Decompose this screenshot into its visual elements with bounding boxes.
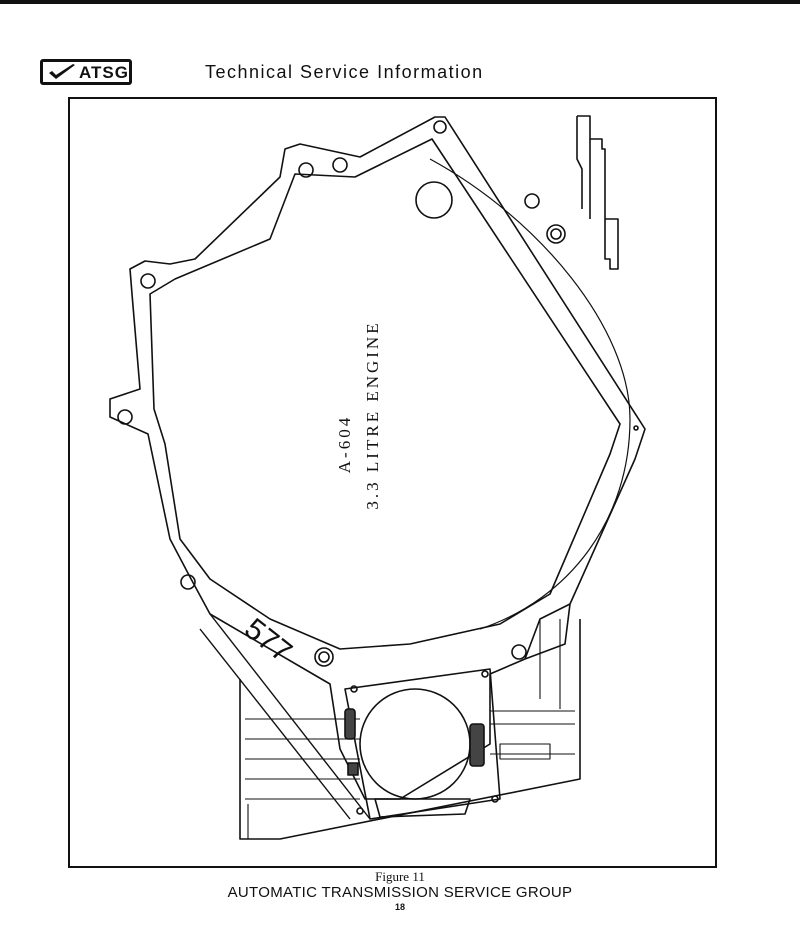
engine-label: 3.3 LITRE ENGINE bbox=[363, 320, 382, 509]
gasket-outline bbox=[109, 116, 646, 800]
figure-frame: 577 A-604 3.3 LITRE ENGINE bbox=[68, 97, 717, 868]
bolt-hole bbox=[298, 162, 314, 178]
dowel bbox=[633, 425, 639, 431]
logo-text: ATSG bbox=[79, 62, 129, 82]
top-rule bbox=[0, 0, 800, 4]
bolt-hole bbox=[332, 157, 348, 173]
bolt-hole bbox=[433, 120, 447, 134]
checkmark-icon bbox=[49, 64, 75, 79]
bolt-hole bbox=[546, 224, 566, 244]
bellhousing-gasket-drawing: 577 A-604 3.3 LITRE ENGINE bbox=[109, 115, 646, 840]
page-title: Technical Service Information bbox=[205, 62, 484, 82]
bolt-hole bbox=[314, 647, 334, 667]
access-hole bbox=[415, 181, 453, 219]
page-number: 18 bbox=[394, 902, 405, 912]
footer-title: AUTOMATIC TRANSMISSION SERVICE GROUP bbox=[227, 884, 573, 901]
bolt-hole bbox=[140, 273, 156, 289]
bolt-hole bbox=[180, 574, 196, 590]
model-label: A-604 bbox=[335, 415, 354, 473]
right-block bbox=[577, 115, 619, 270]
bolt-hole bbox=[511, 644, 527, 660]
port-plate bbox=[344, 668, 501, 820]
atsg-logo: ATSG bbox=[40, 59, 132, 85]
figure-caption: Figure 11 bbox=[375, 869, 425, 884]
bolt-hole bbox=[117, 409, 133, 425]
port-bore bbox=[359, 688, 471, 800]
gasket-inner bbox=[149, 138, 621, 650]
bolt-hole bbox=[524, 193, 540, 209]
lower-case bbox=[239, 619, 581, 840]
